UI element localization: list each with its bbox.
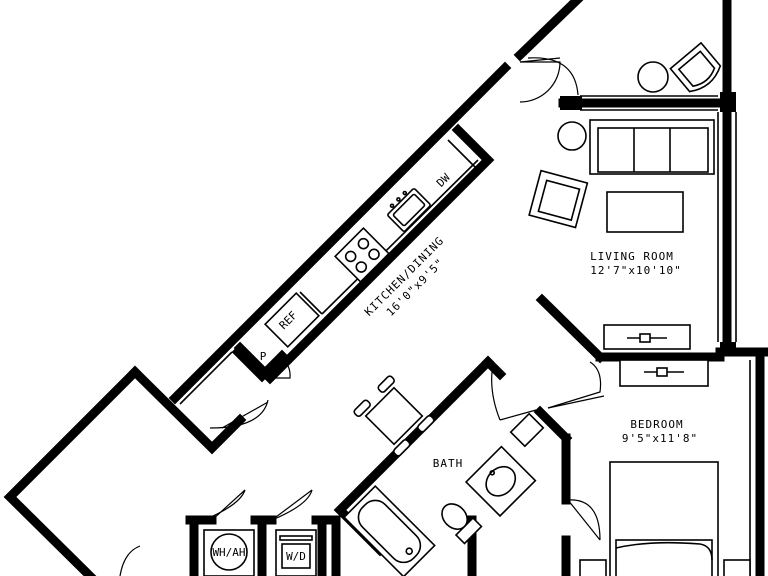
pantry-label: P [260, 350, 267, 363]
bathtub [343, 485, 436, 576]
coffee-table [606, 191, 684, 233]
tv-console [603, 324, 691, 350]
living-furniture [528, 41, 722, 350]
bedroom-furniture [579, 359, 751, 576]
refrigerator [263, 291, 321, 349]
living-room-dims: 12'7"x10'10" [590, 264, 681, 277]
vanity-sink [464, 445, 537, 518]
bedroom-name: BEDROOM [630, 418, 683, 431]
water-heater-label: WH/AH [212, 546, 245, 559]
balcony-chair [669, 41, 722, 93]
kitchen-fixtures: REF P DW [260, 139, 479, 363]
armchair [528, 169, 589, 229]
bath-name: BATH [433, 457, 464, 470]
kitchen-sink [387, 188, 431, 232]
bath-fixtures [343, 412, 545, 576]
dining-table [353, 375, 435, 457]
doors [119, 57, 605, 576]
side-table [557, 121, 587, 151]
washer-dryer-label: W/D [286, 550, 306, 563]
washer-dryer [275, 529, 317, 576]
balcony-table [637, 61, 669, 93]
water-heater [203, 529, 255, 576]
bedroom-dims: 9'5"x11'8" [622, 432, 698, 445]
living-room-name: LIVING ROOM [590, 250, 674, 263]
dresser [619, 359, 709, 387]
utility-closets: WH/AH W/D [203, 529, 317, 576]
range-stove [333, 226, 391, 284]
toilet [441, 503, 483, 545]
sofa [589, 119, 715, 175]
bed [579, 461, 751, 576]
exterior-walls [3, 0, 768, 576]
